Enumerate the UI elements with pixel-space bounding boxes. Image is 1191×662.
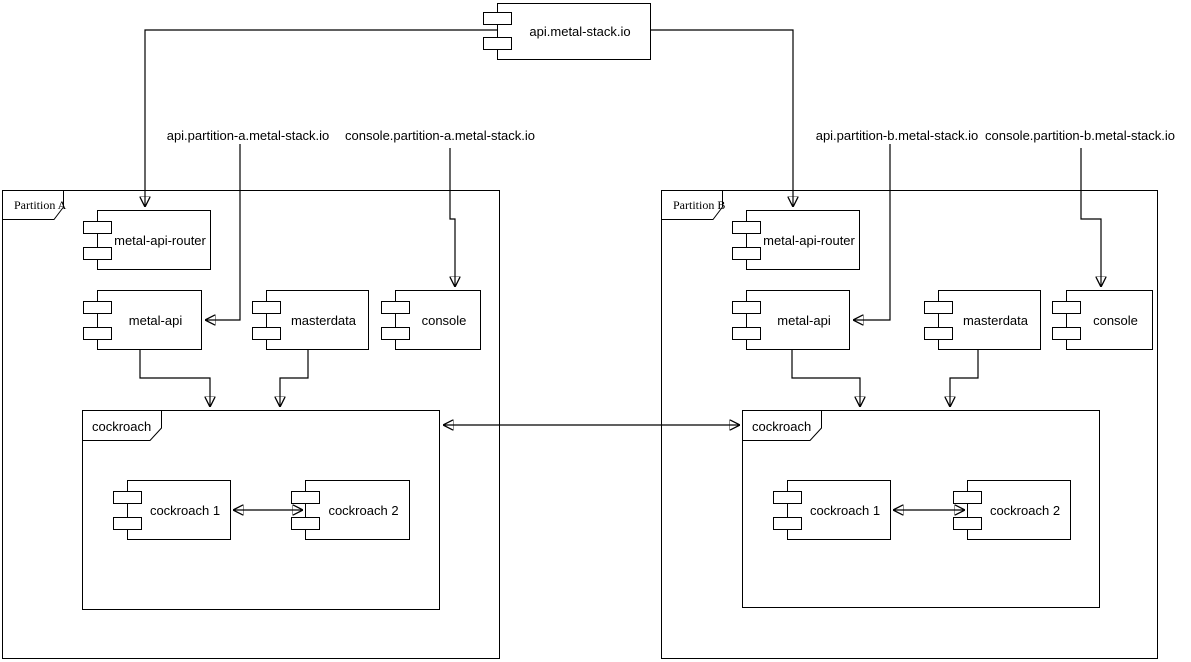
component-icon xyxy=(113,517,142,530)
component-icon xyxy=(924,327,953,340)
component-label: metal-api xyxy=(777,312,831,328)
component-icon xyxy=(483,12,512,25)
component-icon xyxy=(1052,301,1081,314)
component-icon xyxy=(732,247,761,260)
frame-tab-shape xyxy=(2,190,64,220)
component-label: masterdata xyxy=(290,312,357,328)
dns-label-console-partition-b: console.partition-b.metal-stack.io xyxy=(984,128,1176,143)
cockroach-group-b-label: cockroach xyxy=(752,419,812,434)
component-icon xyxy=(773,517,802,530)
component-icon xyxy=(381,301,410,314)
component-label: metal-api xyxy=(128,312,183,328)
component-icon xyxy=(381,327,410,340)
dns-label-api-partition-a: api.partition-a.metal-stack.io xyxy=(166,128,330,143)
component-icon xyxy=(1052,327,1081,340)
component-icon xyxy=(483,37,512,50)
component-metal-api-b: metal-api xyxy=(732,290,850,350)
component-label: cockroach 1 xyxy=(149,502,221,518)
component-metal-api-router-b: metal-api-router xyxy=(732,210,860,270)
component-label: metal-api-router xyxy=(763,232,855,248)
component-cockroach-1-a: cockroach 1 xyxy=(113,480,231,540)
component-icon xyxy=(83,247,112,260)
component-icon xyxy=(953,491,982,504)
dns-label-console-partition-a: console.partition-a.metal-stack.io xyxy=(344,128,536,143)
component-masterdata-a: masterdata xyxy=(252,290,369,350)
component-icon xyxy=(953,517,982,530)
frame-tab-shape xyxy=(742,410,822,441)
component-icon xyxy=(83,301,112,314)
component-console-b: console xyxy=(1052,290,1153,350)
component-icon xyxy=(924,301,953,314)
component-label: cockroach 1 xyxy=(809,502,881,518)
component-icon xyxy=(113,491,142,504)
component-console-a: console xyxy=(381,290,481,350)
component-icon xyxy=(83,327,112,340)
component-icon xyxy=(732,221,761,234)
component-icon xyxy=(252,301,281,314)
component-metal-api-router-a: metal-api-router xyxy=(83,210,211,270)
component-label: console xyxy=(421,312,467,328)
component-cockroach-1-b: cockroach 1 xyxy=(773,480,891,540)
component-label: metal-api-router xyxy=(114,232,206,248)
connector-root-to-router-b xyxy=(651,29,793,206)
component-icon xyxy=(291,517,320,530)
component-label: cockroach 2 xyxy=(328,502,399,518)
component-icon xyxy=(291,491,320,504)
component-label: console xyxy=(1093,312,1138,328)
partition-a-label: Partition A xyxy=(14,198,67,212)
component-cockroach-2-b: cockroach 2 xyxy=(953,480,1071,540)
component-icon xyxy=(732,301,761,314)
partition-b-label: Partition B xyxy=(673,198,726,212)
cockroach-group-a-label: cockroach xyxy=(92,419,152,434)
dns-label-api-partition-b: api.partition-b.metal-stack.io xyxy=(815,128,979,143)
component-icon xyxy=(732,327,761,340)
component-label: cockroach 2 xyxy=(989,502,1061,518)
component-icon xyxy=(252,327,281,340)
component-api-metal-stack-io: api.metal-stack.io xyxy=(483,3,651,60)
component-icon xyxy=(83,221,112,234)
component-metal-api-a: metal-api xyxy=(83,290,202,350)
connector-root-to-router-a xyxy=(145,29,497,206)
component-label: masterdata xyxy=(962,312,1029,328)
component-cockroach-2-a: cockroach 2 xyxy=(291,480,410,540)
component-icon xyxy=(773,491,802,504)
component-masterdata-b: masterdata xyxy=(924,290,1041,350)
frame-tab-shape xyxy=(82,410,162,441)
component-label: api.metal-stack.io xyxy=(529,24,631,39)
